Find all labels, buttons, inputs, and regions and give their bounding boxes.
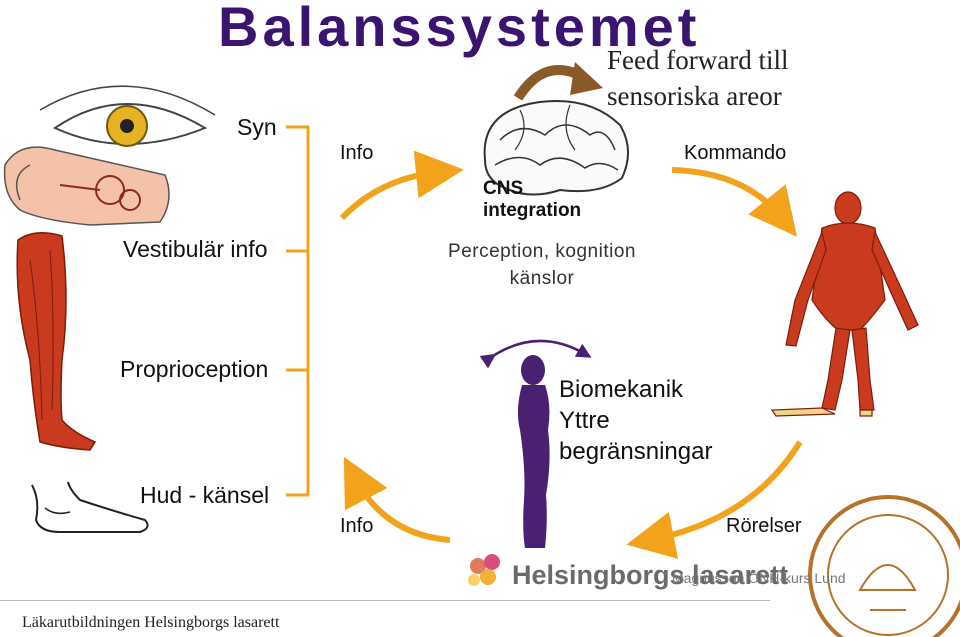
label-info-bottom: Info <box>340 515 374 537</box>
arrow-info-bottom <box>343 456 451 543</box>
biomechanics-line2: Yttre <box>559 407 610 434</box>
brain-icon <box>483 100 629 196</box>
hospital-name: Helsingborgs lasarett <box>512 560 789 590</box>
label-info-top: Info <box>340 142 374 164</box>
feed-forward-line2: sensoriska areor <box>607 81 782 111</box>
human-silhouette-icon <box>517 355 550 548</box>
arrow-kommando <box>671 167 798 237</box>
footer-divider <box>0 600 770 601</box>
cns-label: CNS integration <box>483 178 581 222</box>
label-rorelser: Rörelser <box>726 515 802 537</box>
label-kommando: Kommando <box>684 142 787 164</box>
leg-muscle-icon <box>16 232 97 451</box>
hospital-logo-icon <box>468 554 500 586</box>
arrow-rorelser <box>626 440 803 559</box>
label-hud: Hud - känsel <box>140 482 270 508</box>
feed-forward-arrow <box>513 62 603 101</box>
page-title: Balanssystemet <box>218 0 701 58</box>
biomechanics-label: Biomekanik Yttre begränsningar <box>559 374 712 467</box>
eye-icon <box>39 85 216 147</box>
label-vestibular: Vestibulär info <box>123 236 268 262</box>
sway-arrow <box>479 339 592 369</box>
university-seal-icon <box>808 495 960 637</box>
label-syn: Syn <box>237 114 277 140</box>
feed-forward-line1: Feed forward till <box>607 45 789 75</box>
biomechanics-line1: Biomekanik <box>559 376 684 403</box>
perception-line2: känslor <box>509 268 575 289</box>
cns-line2: integration <box>483 200 582 221</box>
course-meta: Magnusson ÖNH-kurs Lund <box>672 570 846 586</box>
sensory-bracket <box>286 125 310 497</box>
perception-label: Perception, kognition känslor <box>432 238 652 292</box>
perception-line1: Perception, kognition <box>448 241 636 262</box>
biomechanics-line3: begränsningar <box>559 438 713 465</box>
label-proprioception: Proprioception <box>120 356 269 382</box>
muscle-body-icon <box>770 191 919 417</box>
foot-icon <box>31 481 149 533</box>
footer-text: Läkarutbildningen Helsingborgs lasarett <box>22 614 280 631</box>
cns-line1: CNS <box>483 178 524 199</box>
ear-icon <box>3 146 170 226</box>
feed-forward-label: Feed forward till sensoriska areor <box>607 42 788 114</box>
arrow-info-top <box>339 150 464 221</box>
